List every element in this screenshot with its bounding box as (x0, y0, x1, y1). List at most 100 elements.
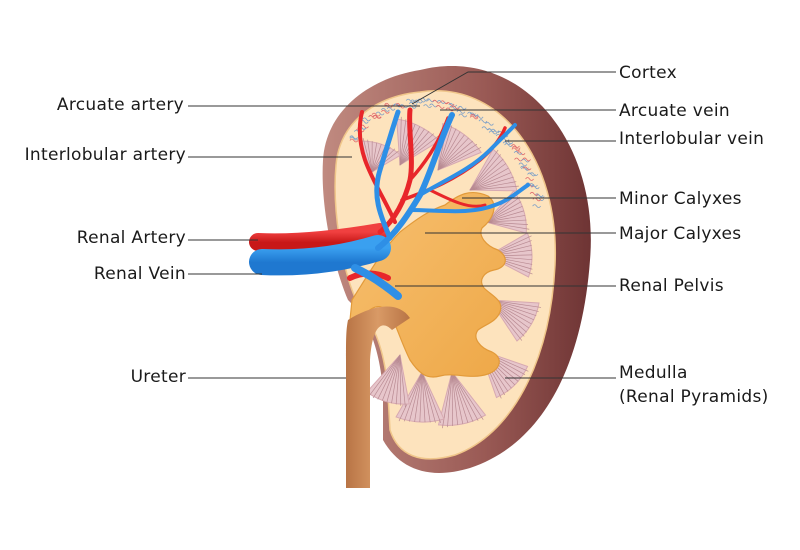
plexus-vessel (530, 185, 540, 190)
pyramid-stripe (469, 154, 501, 191)
plexus-vessel (474, 115, 484, 119)
plexus-vessel (516, 151, 526, 156)
plexus-vessel (490, 128, 500, 133)
label-arcuate-vein: Arcuate vein (619, 101, 730, 121)
pyramid-stripe (381, 354, 401, 401)
plexus-vessel (440, 100, 449, 105)
pyramid-stripe (485, 210, 524, 223)
plexus-vessel (349, 138, 359, 143)
pyramid-stripe (485, 221, 530, 230)
plexus-vessel (481, 126, 491, 131)
pyramid-stripe (386, 354, 401, 402)
plexus-vessel (396, 104, 406, 109)
plexus-vessel (349, 135, 358, 140)
plexus-vessel (470, 113, 479, 118)
plexus-vessel (504, 143, 513, 147)
label-group: Cortex Arcuate artery Arcuate vein Inter… (25, 63, 769, 407)
plexus-vessel (513, 150, 523, 155)
label-renal-pelvis: Renal Pelvis (619, 276, 724, 296)
plexus-vessel (417, 98, 426, 103)
plexus-vessel (436, 100, 446, 104)
plexus-vessel (445, 107, 455, 112)
label-minor-calyxes: Minor Calyxes (619, 189, 742, 209)
pyramid-stripe (469, 176, 514, 191)
plexus-vessel (381, 109, 390, 114)
pyramid-stripe (399, 354, 402, 406)
pyramid-stripe (469, 185, 519, 191)
plexus-vessel (469, 115, 479, 120)
pyramid-stripe (437, 125, 453, 171)
pyramid-stripe (447, 371, 453, 428)
label-arcuate-artery: Arcuate artery (57, 95, 184, 115)
plexus-vessel (381, 107, 390, 112)
pyramid-stripe (437, 143, 478, 171)
pyramid-stripe (437, 131, 461, 171)
pyramid-stripe (437, 134, 465, 171)
pyramid-stripe (377, 354, 401, 400)
ureter-tube (346, 306, 410, 488)
plexus-vessel (529, 172, 539, 177)
pyramid-stripe (399, 354, 406, 408)
pyramid-stripe (421, 371, 436, 423)
pyramid-stripe (399, 123, 416, 166)
plexus-vessel (511, 147, 521, 152)
pyramid-stripe (362, 138, 373, 173)
plexus-vessel (375, 111, 385, 116)
renal-pelvis-shape (347, 192, 506, 378)
pyramid-stripe (395, 354, 401, 405)
plexus-vessel (511, 145, 521, 150)
plexus-vessel (521, 166, 530, 171)
pyramid-stripe (469, 167, 509, 191)
plexus-vessel (518, 162, 528, 167)
pyramid-stripe (437, 128, 457, 171)
plexus-vessel (386, 106, 396, 111)
plexus-vessel (514, 157, 523, 162)
plexus-vessel (457, 105, 467, 110)
pyramid-stripe (399, 135, 439, 166)
plexus-vessel (451, 105, 460, 110)
pyramid-stripe (451, 371, 459, 426)
pyramid-stripe (421, 371, 431, 423)
pyramid-stripe (451, 371, 484, 420)
plexus-vessel (362, 117, 371, 122)
pyramid-stripe (409, 371, 423, 422)
plexus-vessel (511, 144, 520, 148)
label-medulla: Medulla (619, 363, 688, 383)
pyramid-stripe (399, 130, 430, 166)
pyramid-stripe (451, 371, 469, 423)
arcuate-plexus (349, 97, 545, 209)
plexus-vessel (448, 103, 458, 107)
pyramid-stripe (367, 139, 373, 173)
pyramid-stripe (469, 158, 504, 191)
label-interlobular-vein: Interlobular vein (619, 129, 764, 149)
plexus-vessel (407, 104, 417, 109)
pyramid-stripe (469, 172, 512, 191)
label-renal-pyramids: (Renal Pyramids) (619, 387, 769, 407)
pyramid-stripe (485, 196, 520, 223)
pyramid-stripe (485, 205, 523, 223)
pyramid-stripe (371, 149, 400, 173)
plexus-vessel (456, 109, 466, 114)
pyramid-stripe (414, 371, 423, 422)
plexus-vessel (423, 104, 432, 108)
pyramid-stripe (469, 163, 507, 191)
plexus-vessel (522, 157, 531, 162)
pyramid-stripe (419, 371, 423, 423)
pyramid-stripe (485, 221, 528, 225)
label-interlobular-artery: Interlobular artery (25, 145, 186, 165)
plexus-vessel (372, 114, 382, 119)
label-major-calyxes: Major Calyxes (619, 224, 741, 244)
plexus-vessel (525, 177, 534, 181)
pyramid-stripe (469, 181, 517, 191)
plexus-vessel (414, 99, 423, 104)
pyramid-stripe (399, 133, 434, 166)
pyramid-stripe (391, 354, 401, 404)
pyramid-stripe (421, 371, 426, 423)
plexus-vessel (522, 166, 532, 171)
plexus-vessel (529, 183, 538, 187)
plexus-vessel (529, 191, 539, 196)
pyramid-stripe (371, 144, 382, 173)
pyramid-stripe (451, 371, 479, 421)
